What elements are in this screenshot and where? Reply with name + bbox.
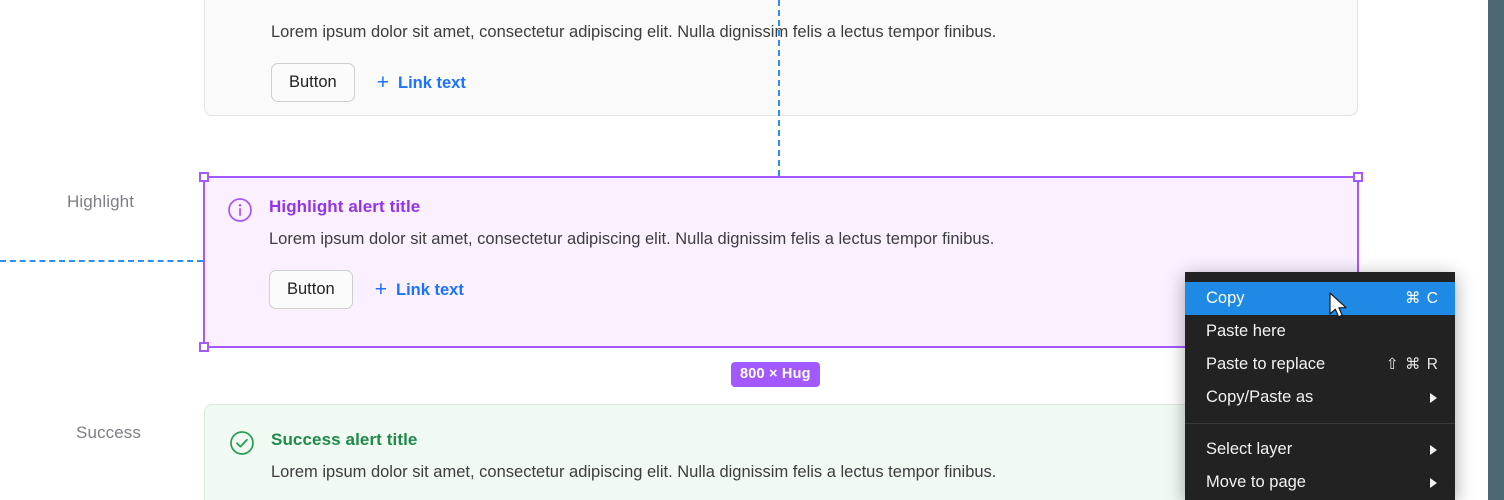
alert-card-neutral[interactable]: Lorem ipsum dolor sit amet, consectetur …	[204, 0, 1358, 116]
chevron-right-icon	[1430, 392, 1437, 403]
guide-line-horizontal	[0, 260, 203, 262]
context-menu-item-copy[interactable]: Copy ⌘ C	[1185, 282, 1455, 315]
alert-card-success[interactable]: Success alert title Lorem ipsum dolor si…	[204, 404, 1358, 500]
alert-body-text: Lorem ipsum dolor sit amet, consectetur …	[271, 463, 997, 481]
plus-icon: +	[376, 70, 389, 94]
menu-item-label: Select layer	[1206, 440, 1293, 458]
size-badge: 800 × Hug	[731, 362, 820, 387]
alert-title: Success alert title	[271, 430, 418, 449]
info-circle-icon	[227, 197, 253, 223]
menu-separator	[1185, 423, 1455, 424]
menu-item-label: Move to page	[1206, 473, 1306, 491]
alert-link-label: Link text	[395, 280, 464, 299]
alert-card-highlight[interactable]: Highlight alert title Lorem ipsum dolor …	[203, 176, 1359, 348]
alert-body-text: Lorem ipsum dolor sit amet, consectetur …	[269, 230, 995, 248]
alert-actions: Button + Link text	[271, 63, 1333, 102]
alert-title: Highlight alert title	[269, 197, 421, 216]
alert-body-text: Lorem ipsum dolor sit amet, consectetur …	[271, 23, 997, 41]
chevron-right-icon	[1430, 444, 1437, 455]
alert-button[interactable]: Button	[271, 63, 355, 102]
right-edge-strip	[1488, 0, 1504, 500]
context-menu-item-move-to-page[interactable]: Move to page	[1185, 466, 1455, 499]
menu-item-label: Copy/Paste as	[1206, 388, 1314, 406]
menu-item-label: Paste to replace	[1206, 355, 1326, 373]
menu-item-shortcut: ⌘ C	[1405, 290, 1439, 307]
alert-link[interactable]: + Link text	[376, 70, 466, 94]
alert-actions: Button + Link text	[269, 270, 1335, 309]
gutter-label-success: Success	[76, 423, 141, 442]
mouse-cursor	[1329, 292, 1351, 322]
plus-icon: +	[374, 277, 387, 301]
menu-item-shortcut: ⇧ ⌘ R	[1385, 356, 1439, 373]
gutter-label-highlight: Highlight	[67, 192, 135, 211]
chevron-right-icon	[1430, 477, 1437, 488]
context-menu-item-select-layer[interactable]: Select layer	[1185, 433, 1455, 466]
alert-link-label: Link text	[397, 73, 466, 92]
check-circle-icon	[229, 430, 255, 456]
menu-item-label: Copy	[1206, 289, 1245, 307]
guide-line-vertical	[778, 0, 780, 176]
alert-link[interactable]: + Link text	[374, 277, 464, 301]
menu-item-label: Paste here	[1206, 322, 1286, 340]
context-menu[interactable]: Copy ⌘ C Paste here Paste to replace ⇧ ⌘…	[1185, 272, 1455, 500]
context-menu-item-copy-paste-as[interactable]: Copy/Paste as	[1185, 381, 1455, 414]
alert-button[interactable]: Button	[269, 270, 353, 309]
context-menu-item-paste-here[interactable]: Paste here	[1185, 315, 1455, 348]
context-menu-item-paste-to-replace[interactable]: Paste to replace ⇧ ⌘ R	[1185, 348, 1455, 381]
